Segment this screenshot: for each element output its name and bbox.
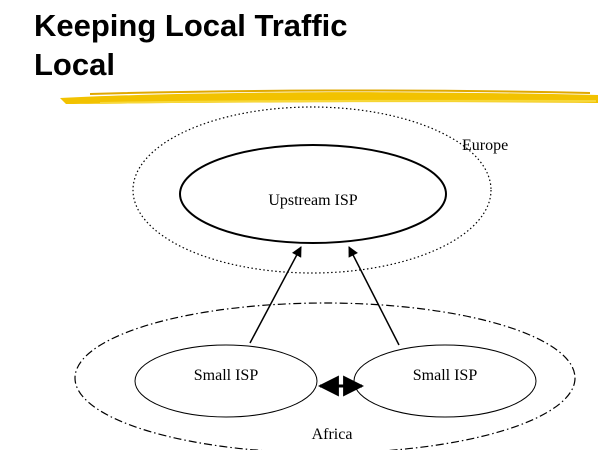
- europe-region-boundary: [132, 106, 492, 274]
- upstream-isp-label: Upstream ISP: [268, 192, 357, 209]
- africa-region-boundary: [74, 302, 576, 450]
- left-uplink-arrow: [249, 246, 302, 344]
- africa-region-label: Africa: [312, 426, 353, 443]
- title-underline-highlight: [60, 89, 598, 104]
- slide-title-line-2: Local: [34, 47, 115, 82]
- europe-region-label: Europe: [462, 137, 508, 154]
- small-isp-right-label: Small ISP: [413, 367, 478, 384]
- slide-title: Keeping Local Traffic Local: [34, 6, 348, 84]
- small-isp-left-node: [134, 344, 318, 418]
- slide-title-line-1: Keeping Local Traffic: [34, 8, 348, 43]
- small-isp-left-label: Small ISP: [194, 367, 259, 384]
- right-uplink-arrow: [348, 246, 400, 346]
- upstream-isp-node: [179, 144, 447, 244]
